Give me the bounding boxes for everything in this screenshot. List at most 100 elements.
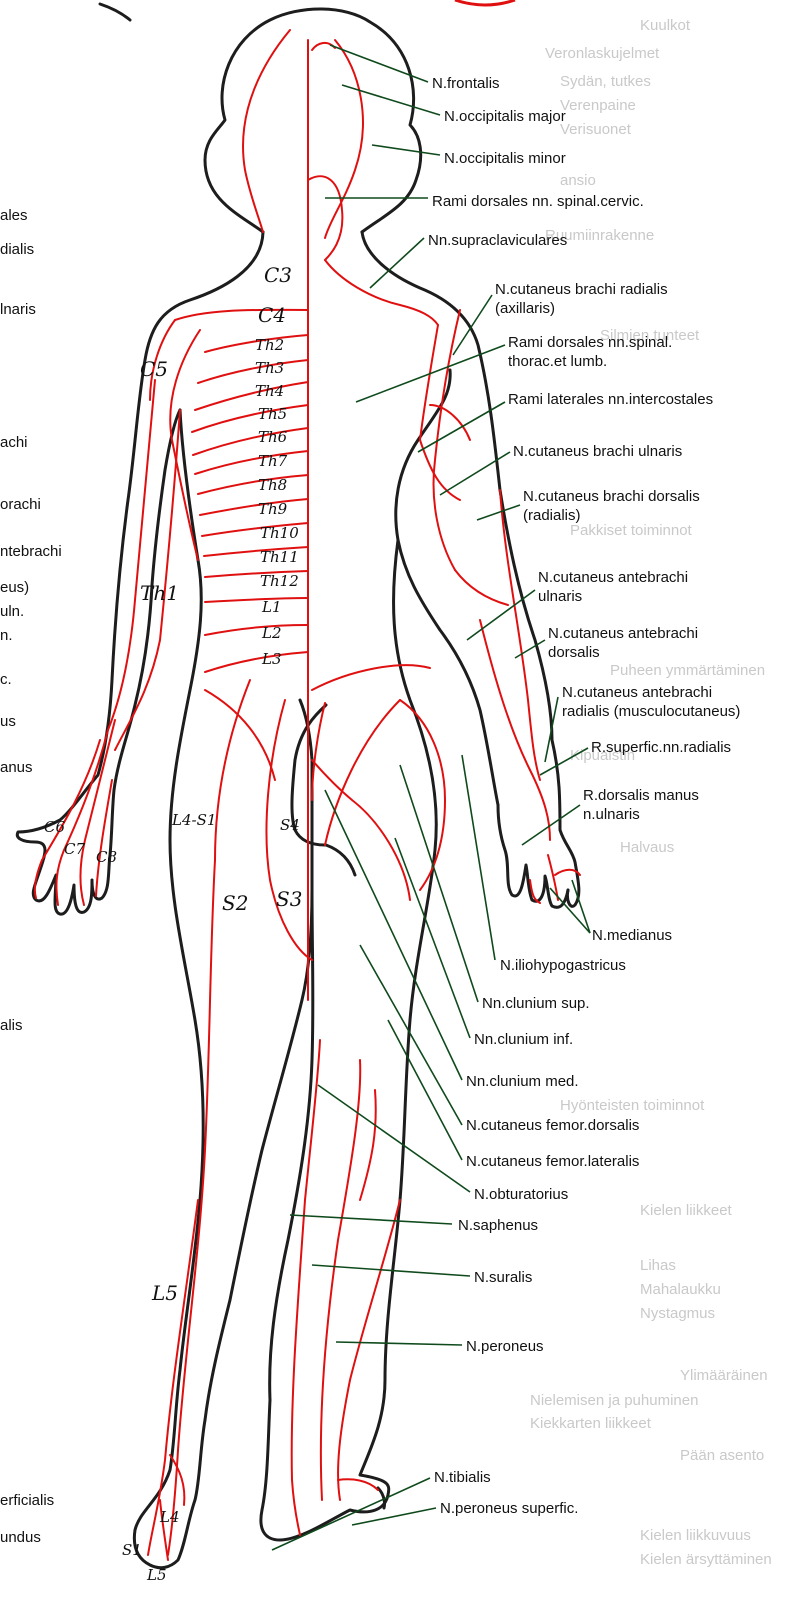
th4-line xyxy=(195,382,308,410)
gluteal-curve-right xyxy=(326,845,355,875)
leader-obturatorius xyxy=(318,1085,470,1192)
label-rami-dorsales-cervic: Rami dorsales nn. spinal.cervic. xyxy=(432,193,644,210)
label-cut-brachi-radialis-2: (axillaris) xyxy=(495,300,555,317)
segment-th6: Th6 xyxy=(258,428,288,446)
edge-label: eus) xyxy=(0,579,29,596)
left-edge-labels: ales dialis lnaris achi orachi ntebrachi… xyxy=(0,207,62,1546)
edge-label: erficialis xyxy=(0,1492,54,1509)
label-supraclaviculares: Nn.supraclaviculares xyxy=(428,232,567,249)
label-frontalis: N.frontalis xyxy=(432,75,500,92)
segment-th12: Th12 xyxy=(260,572,299,590)
label-rami-dorsales-thorac-2: thorac.et lumb. xyxy=(508,353,607,370)
edge-label: us xyxy=(0,713,16,730)
left-shoulder xyxy=(17,232,263,914)
label-peroneus: N.peroneus xyxy=(466,1338,544,1355)
label-clunium-med: Nn.clunium med. xyxy=(466,1073,579,1090)
label-cut-brachi-radialis: N.cutaneus brachi radialis xyxy=(495,281,668,298)
label-clunium-inf: Nn.clunium inf. xyxy=(474,1031,573,1048)
leg-nerve xyxy=(292,1040,320,1535)
c3-boundary xyxy=(325,260,438,325)
label-medianus: N.medianus xyxy=(592,927,672,944)
leader-cut-antebrachi-ulnaris xyxy=(467,590,535,640)
edge-label: orachi xyxy=(0,496,41,513)
leader-clunium-med xyxy=(325,790,462,1080)
segment-s2: S2 xyxy=(222,891,248,915)
bg-line: Hyönteisten toiminnot xyxy=(560,1097,705,1114)
arm-line-left xyxy=(108,380,155,730)
leader-iliohypogastricus xyxy=(462,755,495,960)
label-femor-dorsalis: N.cutaneus femor.dorsalis xyxy=(466,1117,639,1134)
segment-c4: C4 xyxy=(258,303,286,327)
l1-line xyxy=(205,598,308,602)
label-cut-brachi-dorsalis-2: (radialis) xyxy=(523,507,581,524)
leg-nerve xyxy=(148,1200,198,1555)
edge-label: c. xyxy=(0,671,12,688)
c4-boundary xyxy=(175,310,308,320)
l2-line xyxy=(205,625,308,635)
label-rami-laterales: Rami laterales nn.intercostales xyxy=(508,391,713,408)
bg-line: Kielen liikkuvuus xyxy=(640,1527,751,1544)
l3-line xyxy=(205,652,308,672)
cropped-arc xyxy=(100,4,130,20)
bg-line: Nielemisen ja puhuminen xyxy=(530,1392,698,1409)
segment-th7: Th7 xyxy=(258,452,288,470)
segment-th3: Th3 xyxy=(255,359,284,377)
edge-label: uln. xyxy=(0,603,24,620)
nerve-lines xyxy=(35,30,580,1560)
label-cut-antebrachi-ulnaris: N.cutaneus antebrachi xyxy=(538,569,688,586)
nerve-labels: N.frontalis N.occipitalis major N.occipi… xyxy=(428,75,740,1517)
bg-line: Verenpaine xyxy=(560,97,636,114)
segment-l3: L3 xyxy=(261,650,282,668)
bg-line: Kuulkot xyxy=(640,17,691,34)
bg-line: Kielen ärsyttäminen xyxy=(640,1551,772,1568)
segment-s3: S3 xyxy=(276,887,302,911)
segment-c8: C8 xyxy=(96,848,117,866)
label-dorsalis-manus: R.dorsalis manus xyxy=(583,787,699,804)
label-femor-lateralis: N.cutaneus femor.lateralis xyxy=(466,1153,639,1170)
leader-occipitalis-minor xyxy=(372,145,440,155)
segment-th2: Th2 xyxy=(255,336,284,354)
segment-th4: Th4 xyxy=(255,382,284,400)
label-peroneus-superfic: N.peroneus superfic. xyxy=(440,1500,578,1517)
leader-occipitalis-major xyxy=(342,85,440,115)
label-rami-dorsales-thorac: Rami dorsales nn.spinal. xyxy=(508,334,672,351)
label-occipitalis-major: N.occipitalis major xyxy=(444,108,566,125)
th5-line xyxy=(192,405,308,432)
segment-c7: C7 xyxy=(64,840,85,858)
edge-label: undus xyxy=(0,1529,41,1546)
bg-line: Pakkiset toiminnot xyxy=(570,522,693,539)
segment-l1: L1 xyxy=(261,598,282,616)
bg-line: Veronlaskujelmet xyxy=(545,45,660,62)
cropped-red-arc xyxy=(455,0,515,5)
right-arm-nerve xyxy=(455,570,508,605)
label-cut-antebrachi-radialis-2: radialis (musculocutaneus) xyxy=(562,703,740,720)
leader-saphenus xyxy=(290,1215,452,1224)
leg-nerve xyxy=(360,1090,376,1200)
segment-l5-foot: L5 xyxy=(146,1566,167,1584)
gluteal-nerve xyxy=(312,665,430,690)
right-arm-nerve xyxy=(420,440,460,500)
edge-label: n. xyxy=(0,627,13,644)
bg-line: Kiekkarten liikkeet xyxy=(530,1415,652,1432)
segment-th10: Th10 xyxy=(260,524,299,542)
label-saphenus: N.saphenus xyxy=(458,1217,538,1234)
gluteal-nerve xyxy=(325,700,400,845)
segment-l4-s1: L4-S1 xyxy=(171,811,216,829)
bg-line: Halvaus xyxy=(620,839,674,856)
segment-l5-leg: L5 xyxy=(151,1281,178,1305)
gluteal-nerve xyxy=(312,760,410,900)
segment-th11: Th11 xyxy=(260,548,299,566)
edge-label: anus xyxy=(0,759,33,776)
gluteal-nerve xyxy=(215,680,250,860)
label-superfic-radialis: R.superfic.nn.radialis xyxy=(591,739,731,756)
bg-line: ansio xyxy=(560,172,596,189)
leader-dorsalis-manus xyxy=(522,805,580,845)
segment-th5: Th5 xyxy=(258,405,287,423)
label-tibialis: N.tibialis xyxy=(434,1469,491,1486)
label-dorsalis-manus-2: n.ulnaris xyxy=(583,806,640,823)
bg-line: Mahalaukku xyxy=(640,1281,721,1298)
leader-cut-brachi-radialis xyxy=(453,295,492,355)
foot-nerve xyxy=(338,1479,378,1490)
leader-femor-lateralis xyxy=(388,1020,462,1160)
